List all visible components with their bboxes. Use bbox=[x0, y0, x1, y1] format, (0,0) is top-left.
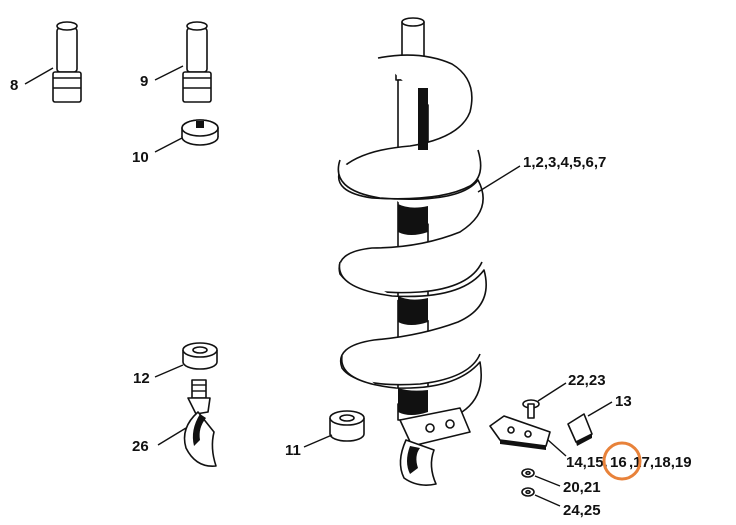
part-14-19-blade bbox=[489, 415, 551, 450]
part-8-pin bbox=[52, 21, 82, 103]
label-24-25: 24,25 bbox=[563, 502, 601, 519]
leader-24-25 bbox=[534, 494, 561, 507]
label-20-21: 20,21 bbox=[563, 479, 601, 496]
part-11-nut bbox=[329, 410, 365, 442]
label-12: 12 bbox=[133, 370, 150, 387]
label-10: 10 bbox=[132, 149, 149, 166]
leader-auger bbox=[477, 165, 521, 193]
leader-26 bbox=[157, 427, 187, 446]
leader-20-21 bbox=[534, 475, 561, 487]
auger bbox=[337, 17, 487, 486]
highlight-part-16-circle bbox=[602, 441, 642, 481]
label-9: 9 bbox=[140, 73, 148, 90]
leader-13 bbox=[587, 401, 613, 417]
label-16: 16 bbox=[610, 454, 627, 471]
leader-9 bbox=[154, 65, 184, 81]
leader-12 bbox=[154, 364, 184, 378]
part-9-pin bbox=[182, 21, 212, 103]
label-26: 26 bbox=[132, 438, 149, 455]
part-26-spade-point bbox=[183, 379, 217, 467]
label-8: 8 bbox=[10, 77, 18, 94]
label-22-23: 22,23 bbox=[568, 372, 606, 389]
label-auger: 1,2,3,4,5,6,7 bbox=[523, 154, 606, 171]
label-14-15: 14,15, bbox=[566, 454, 608, 471]
leader-22-23 bbox=[537, 382, 567, 402]
part-22-23-bolt bbox=[522, 399, 540, 419]
label-17-19: ,17,18,19 bbox=[629, 454, 692, 471]
leader-10 bbox=[154, 137, 183, 153]
leader-14-19 bbox=[547, 439, 567, 457]
part-10-coupling bbox=[181, 119, 219, 146]
leader-11 bbox=[303, 434, 333, 448]
part-12-nut bbox=[182, 342, 218, 370]
leader-8 bbox=[24, 67, 54, 85]
part-24-25-nut bbox=[521, 487, 535, 497]
part-20-21-washer bbox=[521, 468, 535, 478]
label-11: 11 bbox=[285, 442, 301, 459]
part-13-plate bbox=[567, 413, 593, 446]
label-13: 13 bbox=[615, 393, 632, 410]
